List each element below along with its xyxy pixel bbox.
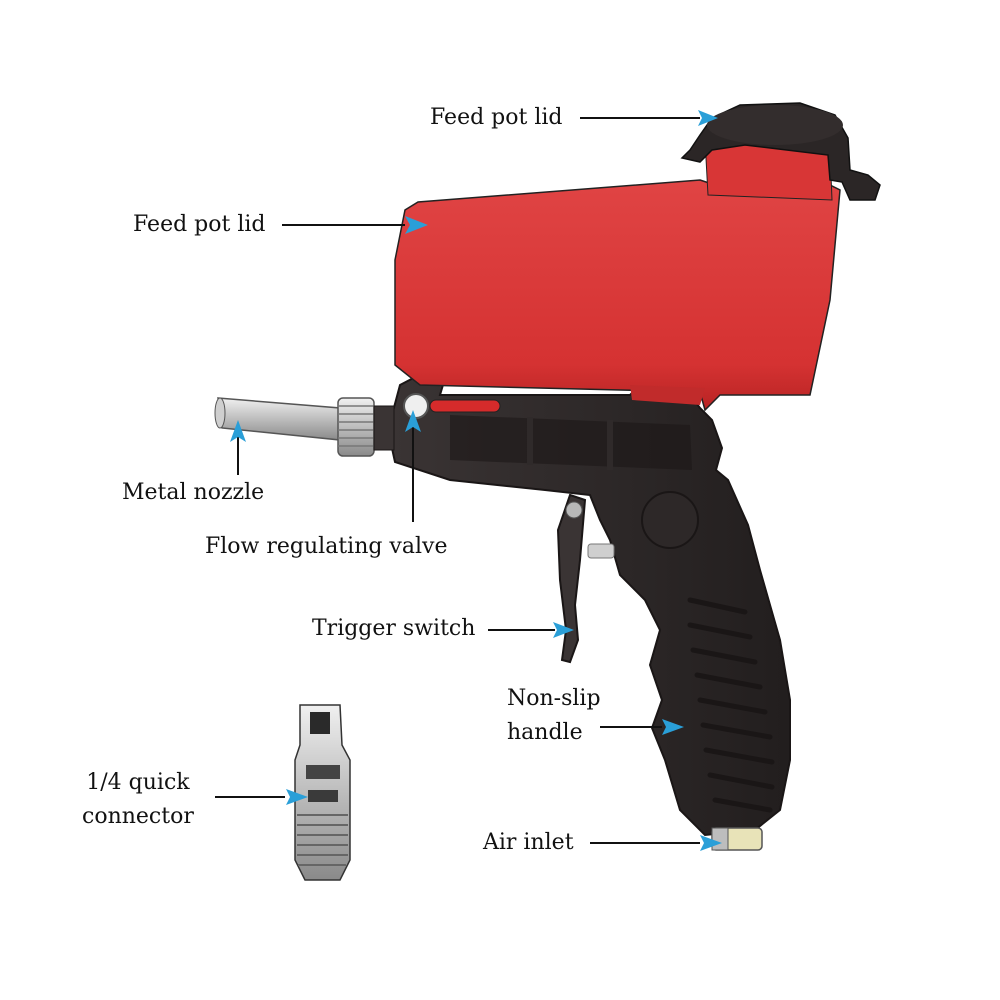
gun-frame: [386, 370, 791, 837]
metal-nozzle-shape: [214, 397, 395, 457]
label-trigger-switch: Trigger switch: [312, 612, 475, 646]
label-feed-pot-lid-top: Feed pot lid: [430, 101, 563, 135]
label-text: Feed pot lid: [430, 105, 563, 130]
callout-leaders: [215, 110, 722, 851]
trigger-shape: [556, 493, 587, 664]
label-text: Trigger switch: [312, 616, 476, 641]
label-quick-connector: 1/4 quick connector: [82, 766, 194, 834]
label-line: Non-slip: [507, 686, 601, 711]
feed-pot-lid-cap: [680, 102, 881, 201]
label-line: connector: [82, 804, 194, 829]
flow-tube: [429, 399, 501, 413]
quick-connector-shape: [294, 704, 351, 881]
label-text: Air inlet: [483, 830, 574, 855]
label-text: Metal nozzle: [122, 480, 265, 505]
label-text: Flow regulating valve: [205, 534, 448, 559]
air-inlet-fitting: [711, 827, 763, 851]
flow-valve-knob: [403, 393, 429, 419]
label-air-inlet: Air inlet: [483, 826, 574, 860]
label-line: 1/4 quick: [86, 770, 190, 795]
label-metal-nozzle: Metal nozzle: [122, 476, 264, 510]
label-non-slip-handle: Non-slip handle: [507, 682, 601, 750]
label-text: Feed pot lid: [133, 212, 266, 237]
feed-pot: [394, 139, 841, 412]
label-feed-pot-lid-body: Feed pot lid: [133, 208, 266, 242]
label-line: handle: [507, 720, 583, 745]
label-flow-regulating-valve: Flow regulating valve: [205, 530, 447, 564]
